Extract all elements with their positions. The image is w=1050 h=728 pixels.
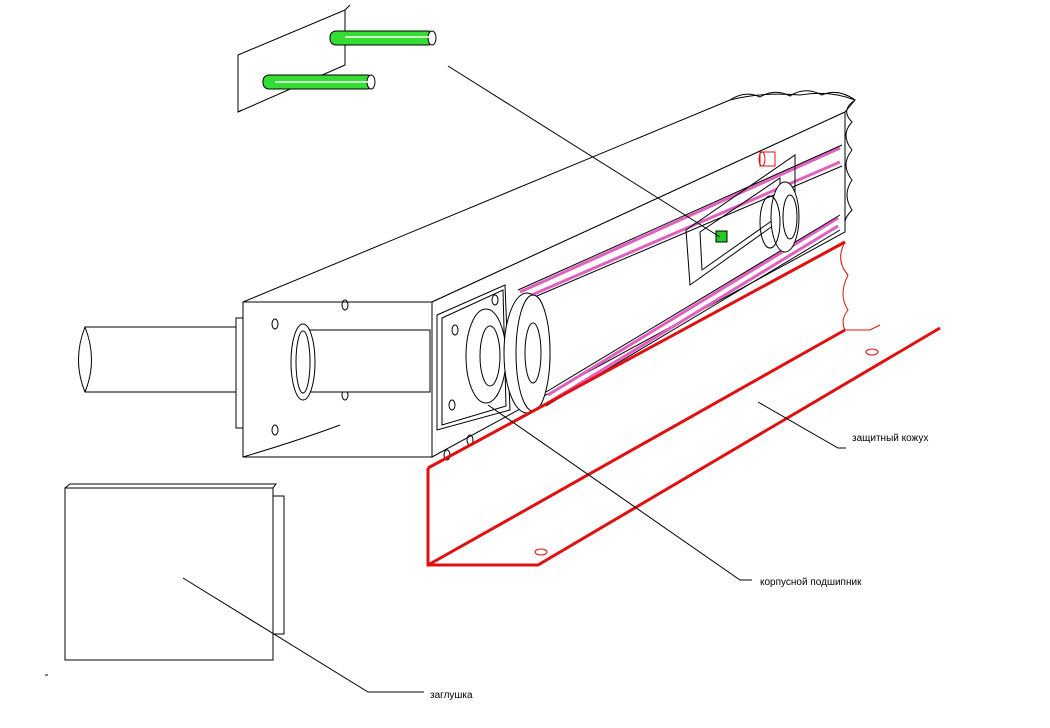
end-plug [45, 483, 424, 693]
drive-shaft [78, 317, 431, 429]
green-pin-upper [329, 30, 435, 46]
label-guard: защитный кожух [852, 433, 928, 444]
guard-leader-line [757, 401, 846, 449]
protective-guard [426, 240, 941, 567]
bearing-flange [436, 284, 511, 431]
tension-window [685, 151, 800, 286]
label-bearing: корпусной подшипник [760, 577, 862, 588]
tension-pins-detail [237, 4, 721, 238]
label-plug: заглушка [430, 690, 473, 701]
drive-pulley [503, 292, 551, 414]
bearing-leader-line [487, 404, 752, 581]
